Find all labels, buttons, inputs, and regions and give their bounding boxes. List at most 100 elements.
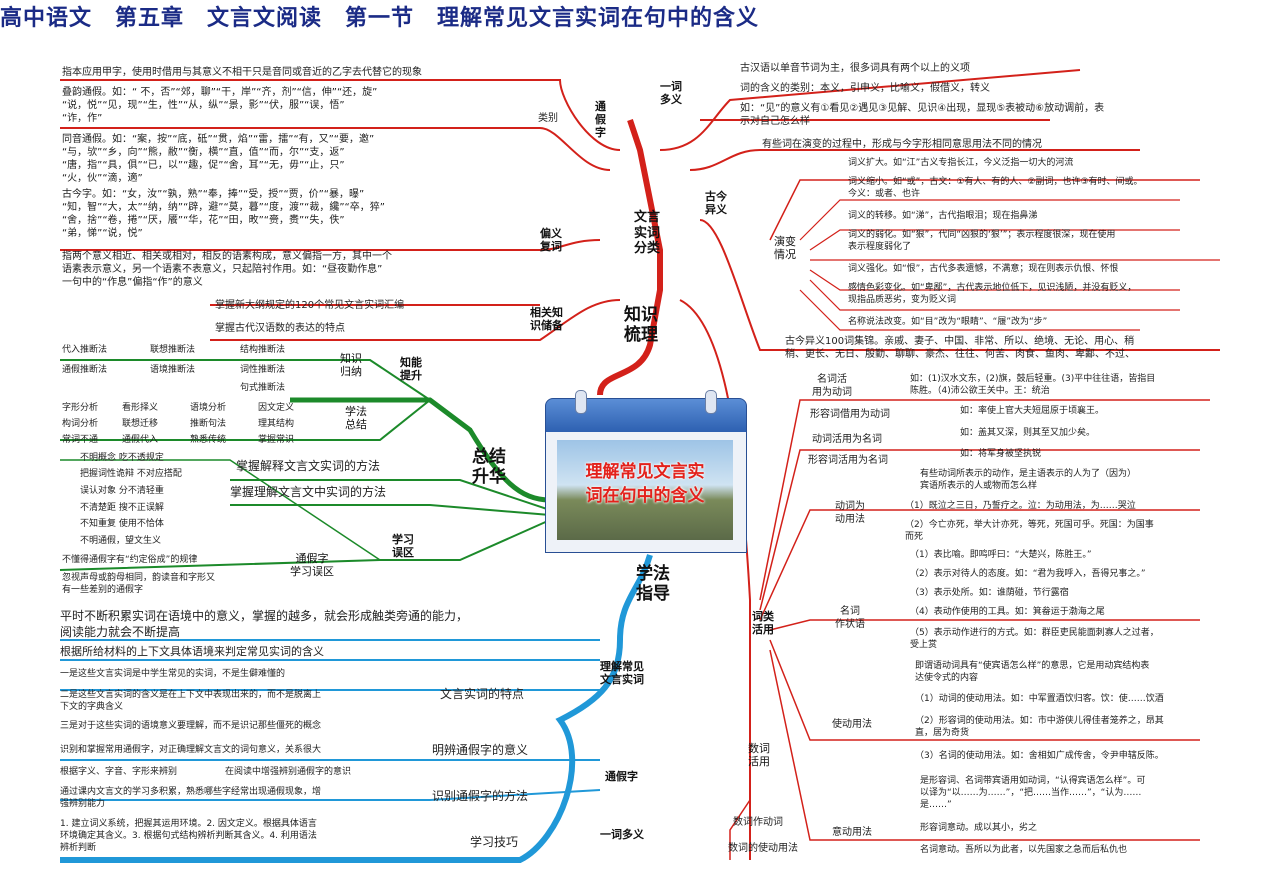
node-shuci: 数词 活用 [748,742,770,769]
zongjie-r6-c: 熟悉传统 [190,435,227,445]
text-xuefa-intro: 平时不断积累实词在语境中的意义，掌握的越多，就会形成触类旁通的能力， 阅读能力就… [60,609,469,639]
node-xingrong-mingci: 形容词活用为名词 [808,455,888,466]
text-dongci-wei-1: （1）既泣之三日，乃誓疗之。泣：为动用法，为……哭泣 [905,501,1136,511]
zongjie-r4-a: 字形分析 [62,403,99,413]
yidong-1: 形容词意动。成以其小，劣之 [920,823,1038,833]
zongjie-r5-c: 推断句法 [190,419,227,429]
node-gujin-yiyi: 古今 异义 [705,190,727,217]
text-xingrong-mingci-ex: 如：将军身被坚执锐 [960,449,1042,459]
guina-row1-b: 联想推断法 [150,345,196,355]
node-shidong: 使动用法 [832,719,872,730]
text-dongci-wei-2: （2）今亡亦死，举大计亦死，等死，死国可乎。死国：为国事 而死 [905,520,1154,542]
zhuang-2: （2）表示对待人的态度。如：“君为我呼入，吾得兄事之。” [910,569,1146,579]
tongjia-wuqu-1: 不懂得通假字有“约定俗成”的规律 [62,555,198,565]
node-tongjiazi: 通 假 字 [595,100,606,140]
node-yici-duoyi: 一词 多义 [660,80,682,107]
gujin-item-4: 词义的弱化。如“狠”，代同“凶狠的‘狠’”；表示程度很深，现在使用 表示程度弱化… [848,230,1116,252]
node-yidong: 意动用法 [832,827,872,838]
node-xiangguan: 相关知 识储备 [530,306,563,333]
text-yici-2: 词的含义的类别：本义，引申义，比喻义，假借义，转义 [740,83,990,94]
text-shidong-desc: 即谓语动词具有“使宾语怎么样”的意思，它是用动宾结构表 达使令式的内容 [915,661,1150,683]
text-yidong-desc: 是形容词、名词带宾语用如动词，“认得宾语怎么样”。可 以译为“以……为……”，“… [920,776,1146,810]
text-gujin-intro: 有些词在演变的过程中，形成与今字形相同意思用法不同的情况 [762,139,1042,150]
center-topic: 理解常见文言实 词在句中的含义 [557,460,733,508]
text-tongjia-def: 指本应用甲字，使用时借用与其意义不相干只是音同或音近的乙字去代替它的现象 [62,67,422,78]
text-fangfa1: 掌握解释文言文实词的方法 [236,459,381,473]
calendar-ring-icon [575,390,587,414]
text-xiangguan-1: 掌握新大纲规定的120个常见文言实词汇编 [215,300,405,311]
node-tongjiazi-xuefa: 通假字 [605,770,638,783]
wuqu-5: 不知重复 使用不恰体 [80,519,164,529]
shibie-2: 在阅读中增强辨别通假字的意识 [225,767,352,777]
text-pianyi: 指两个意义相近、相关或相对，相反的语素构成，意义偏指一方，其中一个 语素表示意义… [62,251,392,288]
zhuang-4: （4）表动作使用的工具。如：箕畚运于渤海之尾 [910,607,1105,617]
gujin-item-5: 词义强化。如“恨”，古代多表遗憾，不满意；现在则表示仇恨、怀恨 [848,264,1119,274]
node-shibie: 识别通假字的方法 [432,789,529,803]
shidong-2: （2）形容词的使动用法。如：市中游侠儿得佳者笼养之，昂其 直，居为奇货 [915,716,1164,738]
node-dongci-mingci: 动词活用为名词 [812,434,882,445]
zongjie-r6-d: 掌握常识 [258,435,295,445]
center-calendar: 理解常见文言实 词在句中的含义 [545,390,747,554]
center-line-2: 词在句中的含义 [585,486,705,506]
zongjie-r6-b: 通假代入 [122,435,159,445]
text-dongci-wei-desc: 有些动词所表示的动作，是主语表示的人为了（因为） 宾语所表示的人或物而怎么样 [920,469,1137,491]
node-pianyi: 偏义 复词 [540,227,562,254]
tedian-1: 一是这些文言实词是中学生常见的实词，不是生僻难懂的 [60,669,286,679]
gujin-item-6: 感情色彩变化。如“卑鄙”，古代表示地位低下，见识浅陋，并没有贬义， 现指品质恶劣… [848,283,1137,305]
zhuang-3: （3）表示处所。如：谁荫碰，节行露宿 [910,588,1069,598]
node-mingbian: 明辨通假字的意义 [432,743,529,757]
zongjie-r5-a: 构词分析 [62,419,99,429]
text-fangfa2: 掌握理解文言文中实词的方法 [230,485,387,499]
wuqu-6: 不明通假，望文生义 [80,536,162,546]
zongjie-r4-d: 因文定义 [258,403,295,413]
text-tongyin: 同音通假。如：“案，按”“底，砥”“贯，焰”“雷，擂”“有，又”“要，邀” “与… [62,134,375,184]
node-wenyan-fenlei: 文言 实词 分类 [634,210,661,257]
zongjie-r5-d: 理其结构 [258,419,295,429]
shidong-1: （1）动词的使动用法。如：中军置酒饮归客。饮：使……饮酒 [915,694,1164,704]
zongjie-r5-b: 联想迁移 [122,419,159,429]
yidong-2: 名词意动。吾所以为此者，以先国家之急而后私仇也 [920,845,1128,855]
tedian-2: 二是这些文言实词的含义是在上下文中表现出来的，而不是脱离上 下文的字典含义 [60,690,322,712]
shidong-3: （3）名词的使动用法。如：舍相如广成传舍，令尹申辖反陈。 [915,751,1164,761]
node-mingci-dongci: 名词活 用为动词 [812,374,852,398]
branch-zongjie: 总结 升华 [472,447,506,488]
text-jiqiao: 1. 建立词义系统，把握其运用环境。2. 因文定义。根据具体语言 环境确定其含义… [60,819,317,853]
node-zhishi-guina: 知识 归纳 [340,352,362,379]
wuqu-4: 不清楚距 搜不正误解 [80,503,164,513]
node-yanbian: 演变 情况 [774,235,796,262]
wuqu-3: 误认对象 分不清轻重 [80,486,164,496]
text-shuci-shidong: 数词的使动用法 [728,843,798,854]
guina-row3: 句式推断法 [240,383,286,393]
node-jiqiao: 学习技巧 [470,835,519,849]
text-yici-1: 古汉语以单音节词为主，很多词具有两个以上的义项 [740,63,970,74]
zongjie-r4-b: 看形择义 [122,403,159,413]
zhuang-1: （1）表比喻。即鸣呼曰：“大楚兴，陈胜王。” [910,550,1092,560]
text-mingci-ex: 如：(1)汉水文东，(2)旗，鼓后轻重。(3)平中往往语，皆指目 陈胜。（4)沛… [910,374,1156,396]
node-tongjia-wuqu: 通假字 学习误区 [290,552,334,579]
zongjie-r4-c: 语境分析 [190,403,227,413]
text-shibie-desc: 通过课内文言文的学习多积累，熟悉哪些字经常出现通假现象，增 强辨别能力 [60,787,322,809]
node-dongci-wei: 动词为 动用法 [835,501,865,525]
node-cilei-huoyong: 词类 活用 [752,610,774,637]
gujin-item-3: 词义的转移。如“涕”，古代指眼泪；现在指鼻涕 [848,211,1038,221]
text-mingbian-desc: 识别和掌握常用通假字，对正确理解文言文的词句意义，关系很大 [60,745,322,755]
tongjia-wuqu-2: 忽视声母或韵母相同，韵读音和字形又 有一些差别的通假字 [62,573,216,595]
zongjie-r6-a: 常词不通 [62,435,99,445]
node-zhineng: 知能 提升 [400,356,422,383]
node-wuqu: 学习 误区 [392,533,414,560]
gujin-item-7: 名称说法改变。如“目”改为“眼睛”、“履”改为“步” [848,317,1048,327]
guina-row2-b: 语境推断法 [150,365,196,375]
guina-row1-a: 代入推断法 [62,345,108,355]
node-lijie: 理解常见 文言实词 [600,660,644,687]
text-yici-3: 如：“见”的意义有①看见②遇见③见解、见识④出现，显现⑤表被动⑥放动调前，表 示… [740,103,1105,127]
label-leibie: 类别 [538,113,558,124]
tedian-3: 三是对于这些实词的语境意义要理解，而不是识记那些僵死的概念 [60,721,322,731]
wuqu-2: 把握词性诡辩 不对应搭配 [80,469,182,479]
text-xiangguan-2: 掌握古代汉语数的表达的特点 [215,323,345,334]
gujin-list: 古今异义100词集锦。亲戚、妻子、中国、非常、所以、绝境、无论、用心、稍 稍、更… [785,336,1135,360]
branch-zhishi: 知识 梳理 [624,305,658,346]
node-yici-xuefa: 一词多义 [600,828,644,841]
gujin-item-2: 词义缩小。如“或”，古文：①有人、有的人、②副词，也许③有时、间或。 今义：或者… [848,177,1143,199]
landscape-image [557,440,733,540]
text-genju: 根据所给材料的上下文具体语境来判定常见实词的含义 [60,645,324,658]
